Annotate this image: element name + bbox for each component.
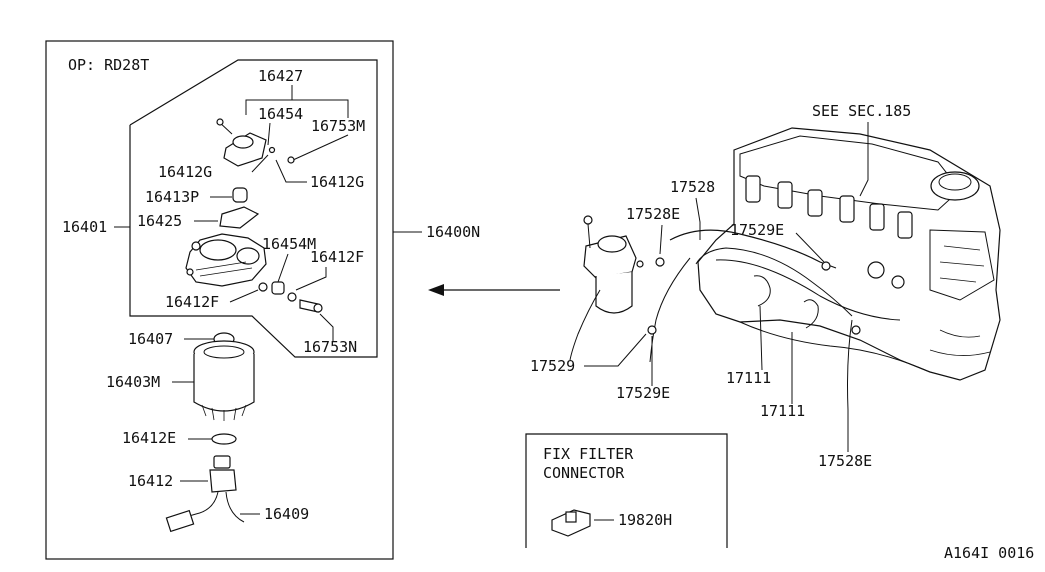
leader-17529 [584, 333, 647, 367]
water-sensor-16412 [165, 455, 245, 533]
leader-16454 [267, 122, 271, 146]
callout-16401: 16401 [62, 218, 107, 236]
callout-17528: 17528 [670, 178, 715, 196]
callout-16403M: 16403M [106, 373, 160, 391]
fix-filter-title-line1: FIX FILTER [543, 445, 634, 463]
priming-pump-cap [216, 118, 295, 167]
see-section-note: SEE SEC.185 [812, 102, 911, 120]
callout-17111-b: 17111 [760, 402, 805, 420]
callout-16753N: 16753N [303, 338, 357, 356]
option-label: OP: RD28T [68, 56, 149, 74]
leader-16412F-b [229, 289, 259, 303]
exploded-view-outline [129, 59, 378, 358]
leader-16753N [319, 313, 334, 342]
part-16413P [232, 187, 248, 203]
callout-16427: 16427 [258, 67, 303, 85]
bracket-16427 [245, 99, 349, 118]
leader-17529E-a [795, 232, 825, 263]
callout-16412G-b: 16412G [310, 173, 364, 191]
callout-16425: 16425 [137, 212, 182, 230]
leader-16412G-b [275, 159, 307, 183]
leader-16412G-a [251, 154, 269, 173]
installed-filter-assembly [569, 215, 644, 361]
callout-16400N: 16400N [426, 223, 480, 241]
filter-head [185, 233, 267, 287]
leader-17111-a [759, 305, 763, 371]
leader-16454M [277, 253, 289, 283]
callout-16412G-a: 16412G [158, 163, 212, 181]
diagram-id: A164I 0016 [944, 544, 1034, 562]
direction-arrow [428, 284, 560, 296]
leader-17528 [695, 197, 701, 240]
fix-filter-title-line2: CONNECTOR [543, 464, 625, 482]
sensor-parts-16454M [258, 281, 323, 313]
callout-16412F-b: 16412F [165, 293, 219, 311]
fix-filter-inset-frame [525, 433, 728, 548]
callout-16753M: 16753M [311, 117, 365, 135]
fuel-pipes [647, 229, 861, 411]
callout-16413P: 16413P [145, 188, 199, 206]
callout-16454M: 16454M [262, 235, 316, 253]
leader-17528E-a [659, 224, 663, 255]
callout-16407: 16407 [128, 330, 173, 348]
callout-17529E-b: 17529E [616, 384, 670, 402]
connector-19820H [551, 509, 591, 537]
engine-block [697, 127, 1001, 381]
callout-17111-a: 17111 [726, 369, 771, 387]
callout-16412: 16412 [128, 472, 173, 490]
callout-17528E-a: 17528E [626, 205, 680, 223]
leader-16753M [292, 134, 349, 161]
callout-17528E-b: 17528E [818, 452, 872, 470]
detail-box-frame [45, 40, 394, 560]
callout-16412F-a: 16412F [310, 248, 364, 266]
callout-17529: 17529 [530, 357, 575, 375]
filter-cartridge-16403M [193, 340, 255, 421]
callout-16454: 16454 [258, 105, 303, 123]
leader-see-section [859, 122, 869, 197]
leader-16412F-a [295, 267, 327, 291]
callout-16409: 16409 [264, 505, 309, 523]
callout-19820H: 19820H [618, 511, 672, 529]
callout-17529E-a: 17529E [730, 221, 784, 239]
oring-16412E [211, 433, 237, 445]
gasket-16425 [219, 206, 260, 229]
callout-16412E: 16412E [122, 429, 176, 447]
